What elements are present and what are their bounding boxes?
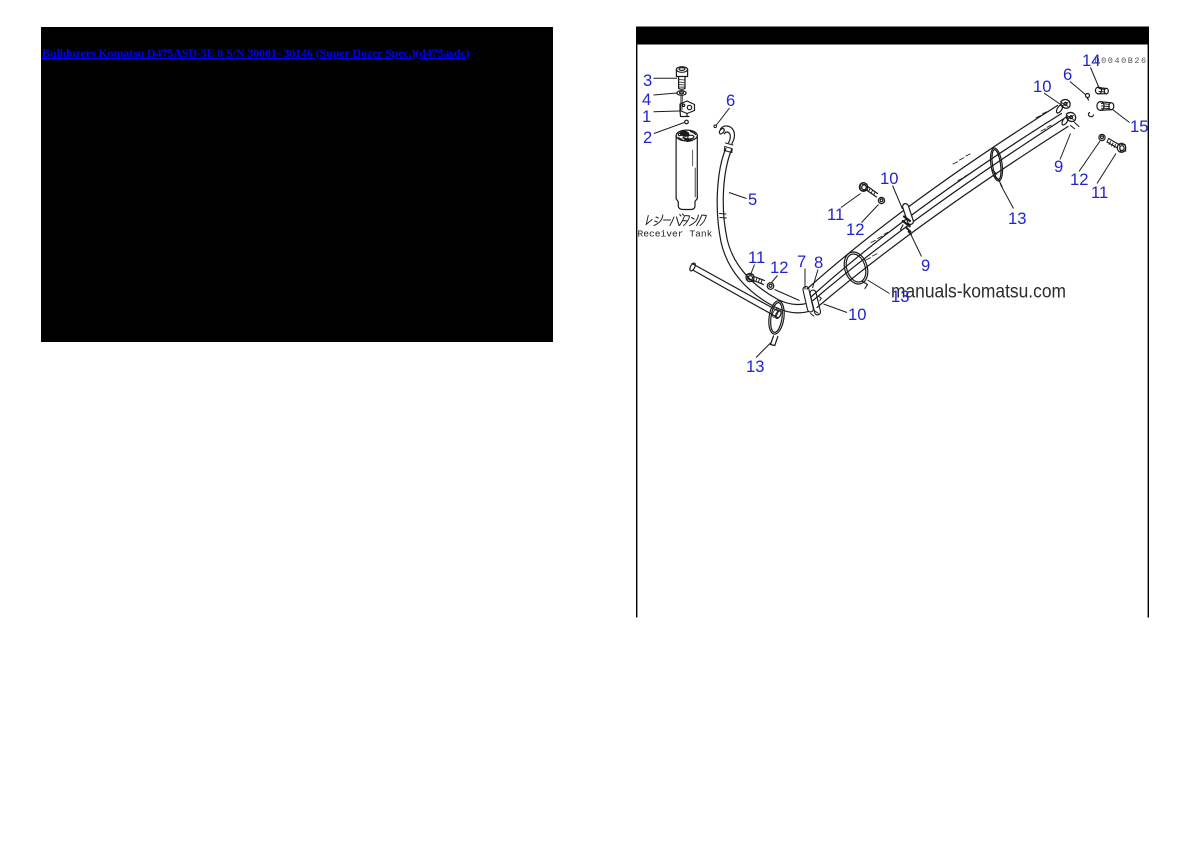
svg-text:10: 10 — [1033, 77, 1051, 96]
svg-text:6: 6 — [1063, 65, 1072, 84]
svg-text:12: 12 — [1070, 170, 1088, 189]
svg-text:13: 13 — [746, 357, 764, 376]
svg-text:2: 2 — [643, 128, 652, 147]
svg-text:12: 12 — [846, 220, 864, 239]
svg-text:7: 7 — [797, 252, 806, 271]
svg-text:11: 11 — [827, 205, 844, 224]
svg-text:manuals-komatsu.com: manuals-komatsu.com — [891, 282, 1066, 303]
svg-text:5: 5 — [748, 190, 757, 209]
svg-text:13: 13 — [1008, 209, 1026, 228]
svg-text:8: 8 — [814, 253, 823, 272]
svg-text:Receiver Tank: Receiver Tank — [638, 229, 713, 240]
svg-text:1: 1 — [642, 107, 651, 126]
svg-text:12: 12 — [770, 258, 788, 277]
svg-text:4: 4 — [642, 90, 651, 109]
svg-text:14: 14 — [1082, 51, 1100, 70]
svg-text:00040B26: 00040B26 — [1095, 56, 1148, 66]
svg-text:9: 9 — [1054, 157, 1063, 176]
svg-text:13: 13 — [891, 287, 909, 306]
svg-text:11: 11 — [748, 248, 765, 267]
svg-text:15: 15 — [1130, 117, 1148, 136]
svg-text:11: 11 — [1091, 183, 1108, 202]
svg-text:10: 10 — [880, 169, 898, 188]
svg-text:10: 10 — [848, 305, 866, 324]
svg-text:3: 3 — [643, 71, 652, 90]
svg-text:9: 9 — [921, 256, 930, 275]
svg-text:6: 6 — [726, 91, 735, 110]
